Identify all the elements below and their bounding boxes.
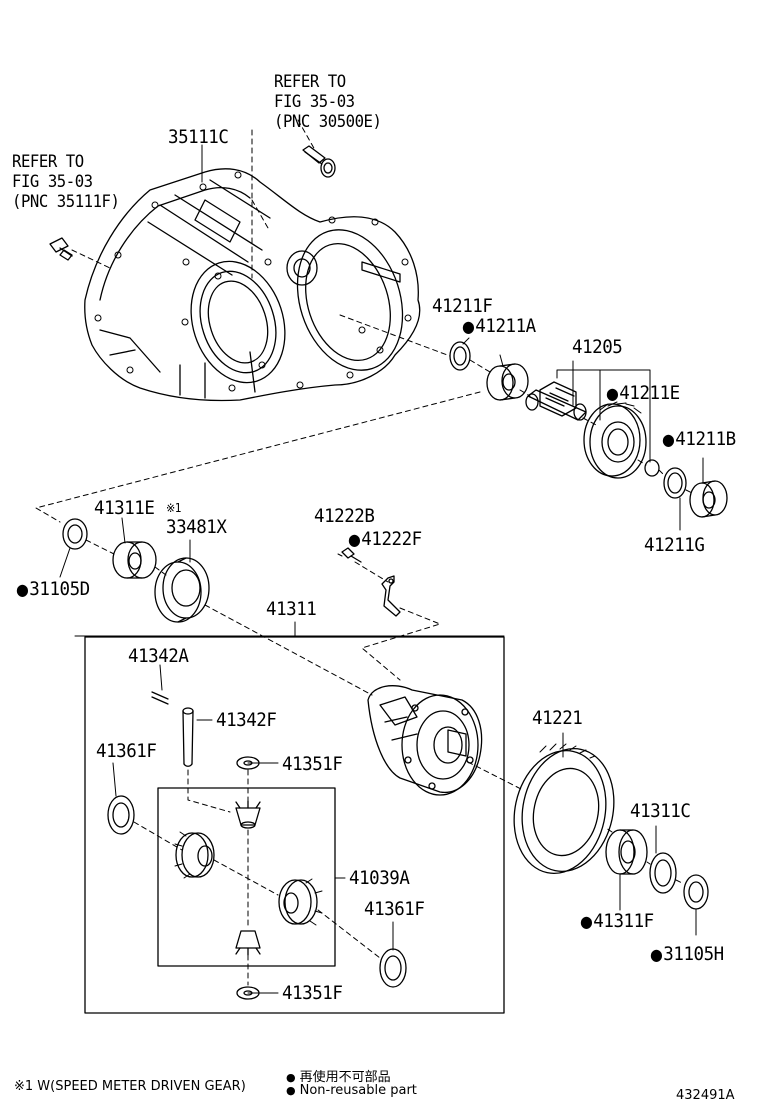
speed-meter-driven-gear-33481X[interactable] — [154, 557, 210, 623]
part-label-41361F-left[interactable]: 41361F — [96, 740, 157, 762]
oil-seal-31105H[interactable] — [683, 874, 709, 910]
part-label-41361F-right[interactable]: 41361F — [364, 898, 425, 920]
differential-case-41311[interactable] — [367, 685, 483, 796]
footnote-mark-1: ※1 — [166, 501, 181, 515]
part-label-41211E[interactable]: 41211E — [606, 384, 680, 403]
part-label-35111C[interactable]: 35111C — [168, 126, 229, 148]
part-label-41211F[interactable]: 41211F — [432, 295, 493, 317]
refer-label-35111F: REFER TO FIG 35-03 (PNC 35111F) — [12, 152, 120, 212]
bracket-41222F[interactable] — [381, 575, 401, 617]
bearing-41211A[interactable] — [486, 363, 529, 401]
bolt-41222B-icon[interactable] — [341, 547, 362, 563]
part-label-41039A[interactable]: 41039A — [349, 867, 410, 889]
oil-seal-31105D[interactable] — [62, 518, 88, 550]
ball-41211E[interactable] — [644, 459, 660, 477]
refer-label-30500E: REFER TO FIG 35-03 (PNC 30500E) — [274, 72, 382, 132]
non-reusable-dot-icon: ● — [286, 1084, 296, 1097]
part-label-31105H[interactable]: 31105H — [650, 945, 724, 964]
part-label-41222B[interactable]: 41222B — [314, 505, 375, 527]
shim-41311C[interactable] — [649, 852, 677, 894]
bolt-35111F-icon[interactable] — [49, 237, 73, 261]
part-label-41351F-lower[interactable]: 41351F — [282, 982, 343, 1004]
side-gear-washer-41361F-left[interactable] — [107, 795, 135, 835]
part-label-41311F[interactable]: 41311F — [580, 912, 654, 931]
side-gear-washer-41361F-right[interactable] — [379, 948, 407, 988]
legend-jp: ●再使用不可部品 — [286, 1066, 391, 1085]
differential-assembly-frame — [84, 636, 505, 1014]
legend-en-text: Non-reusable part — [299, 1083, 417, 1098]
bearing-41311F[interactable] — [605, 829, 648, 875]
bearing-41211B[interactable] — [689, 480, 728, 518]
pinion-shaft-41342F[interactable] — [182, 707, 194, 767]
legend-en: ●Non-reusable part — [286, 1083, 417, 1098]
leader-lines — [59, 144, 704, 994]
part-label-41211A[interactable]: 41211A — [462, 317, 536, 336]
part-label-41311C[interactable]: 41311C — [630, 800, 691, 822]
part-label-33481X[interactable]: 33481X — [166, 516, 227, 538]
transaxle-housing-35111C[interactable] — [84, 168, 421, 402]
part-label-41351F-upper[interactable]: 41351F — [282, 753, 343, 775]
part-label-31105D[interactable]: 31105D — [16, 580, 90, 599]
part-label-41311E[interactable]: 41311E — [94, 497, 155, 519]
bolt-30500E-icon[interactable] — [302, 145, 336, 178]
part-label-41311[interactable]: 41311 — [266, 598, 317, 620]
part-label-41342F[interactable]: 41342F — [216, 709, 277, 731]
part-label-41205[interactable]: 41205 — [572, 336, 623, 358]
oil-seal-41211F[interactable] — [449, 341, 471, 371]
part-label-41342A[interactable]: 41342A — [128, 645, 189, 667]
diagram-id: 432491A — [676, 1088, 735, 1103]
gear-kit-41039A[interactable] — [174, 800, 323, 956]
part-label-41211B[interactable]: 41211B — [662, 430, 736, 449]
footnote-text: ※1 W(SPEED METER DRIVEN GEAR) — [14, 1079, 246, 1094]
shim-41211G[interactable] — [663, 467, 687, 499]
part-label-41211G[interactable]: 41211G — [644, 534, 705, 556]
assembly-dashed-lines — [35, 119, 693, 986]
legend-jp-text: 再使用不可部品 — [299, 1070, 391, 1085]
part-label-41222F[interactable]: 41222F — [348, 530, 422, 549]
bearing-41311E[interactable] — [112, 541, 157, 579]
non-reusable-dot-icon: ● — [286, 1071, 296, 1084]
gear-kit-frame — [157, 787, 336, 967]
part-label-41221[interactable]: 41221 — [532, 707, 583, 729]
counter-gear-41205[interactable] — [525, 381, 647, 479]
pin-41342A[interactable] — [151, 691, 169, 705]
ring-gear-41221[interactable] — [503, 740, 625, 882]
